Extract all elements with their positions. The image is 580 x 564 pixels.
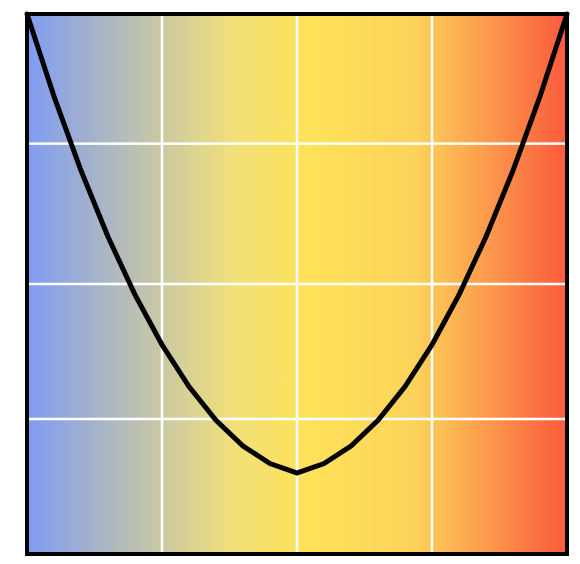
plot-frame [25,12,569,556]
grid-layer [27,14,567,554]
parabola-line [24,11,570,476]
